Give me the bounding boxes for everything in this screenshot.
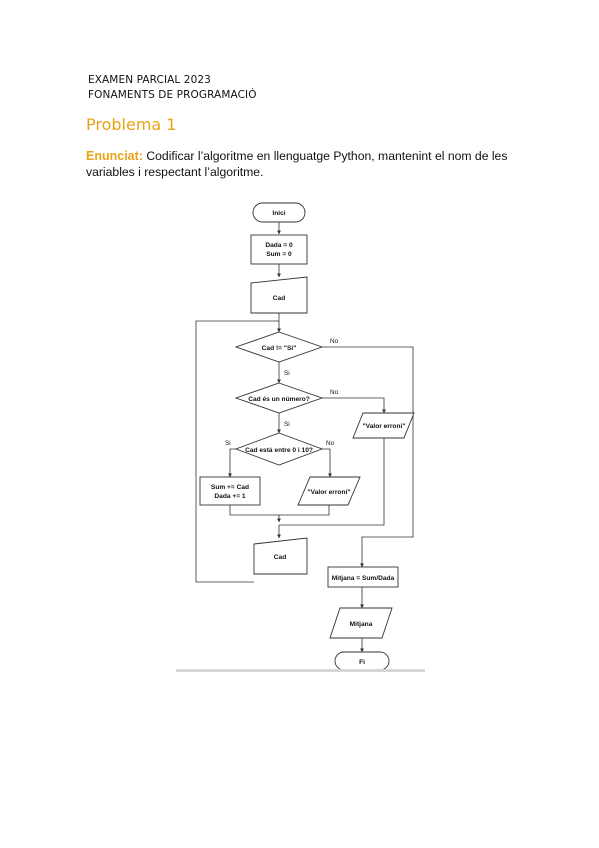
- start-label: Inici: [272, 210, 285, 217]
- exam-title: EXAMEN PARCIAL 2023: [88, 74, 211, 86]
- start-node: [252, 202, 306, 223]
- error-output-2: [297, 476, 361, 506]
- error1-label: "Valor erroni": [363, 423, 406, 430]
- error-output-1: [352, 412, 415, 439]
- input2-label: Cad: [274, 554, 286, 561]
- error2-label: "Valor erroni": [308, 489, 351, 496]
- edge-label-yes-1: Si: [284, 370, 290, 377]
- range-condition: [234, 432, 324, 466]
- input-cad-2: [253, 537, 308, 575]
- statement-text: Codificar l’algoritme en llenguatge Pyth…: [86, 149, 508, 179]
- input1-label: Cad: [273, 295, 285, 302]
- edge-label-no-1: No: [330, 338, 339, 345]
- course-name: FONAMENTS DE PROGRAMACIÓ: [88, 89, 257, 101]
- input-cad-node: [250, 276, 308, 314]
- mean-label: Mitjana = Sum/Dada: [332, 575, 395, 582]
- edge-label-yes-2: Si: [284, 421, 290, 428]
- edge-loop-back: [195, 320, 279, 583]
- loop-condition: [234, 331, 324, 363]
- edge-range-yes: [228, 448, 236, 478]
- edge-loop-no: [322, 346, 414, 568]
- problem-statement: Enunciat: Codificar l’algoritme en lleng…: [86, 149, 526, 180]
- range-condition-label: Cad està entre 0 i 10?: [245, 447, 313, 454]
- edge-merge-branches: [229, 505, 330, 516]
- exam-header: EXAMEN PARCIAL 2023 FONAMENTS DE PROGRAM…: [88, 73, 257, 103]
- number-condition: [234, 382, 324, 414]
- sum-process: [199, 476, 261, 506]
- sum-label-1: Sum += Cad: [211, 484, 249, 491]
- edge-label-no-2: No: [330, 389, 339, 396]
- end-node: [334, 651, 390, 670]
- edge-error-return: [279, 438, 385, 526]
- edge-range-no: [322, 448, 332, 478]
- edge-number-no: [322, 397, 386, 414]
- init-label-1: Dada = 0: [265, 242, 293, 249]
- init-process: [250, 234, 308, 265]
- output-label: Mitjana: [350, 621, 373, 628]
- init-label-2: Sum = 0: [266, 251, 292, 258]
- statement-label: Enunciat:: [86, 149, 143, 163]
- problem-title: Problema 1: [86, 115, 177, 134]
- loop-condition-label: Cad != "Si": [262, 345, 297, 352]
- output-mean: [329, 607, 393, 639]
- mean-process: [327, 566, 399, 588]
- flowchart-diagram: Inici Dada = 0 Sum = 0 Cad Cad != "Si" C…: [195, 202, 415, 670]
- end-label: Fi: [359, 659, 365, 666]
- number-condition-label: Cad és un número?: [248, 396, 310, 403]
- figure-bottom-border: [176, 669, 425, 672]
- edge-label-yes-3: Si: [225, 440, 231, 447]
- sum-label-2: Dada += 1: [214, 493, 245, 500]
- edge-label-no-3: No: [326, 440, 335, 447]
